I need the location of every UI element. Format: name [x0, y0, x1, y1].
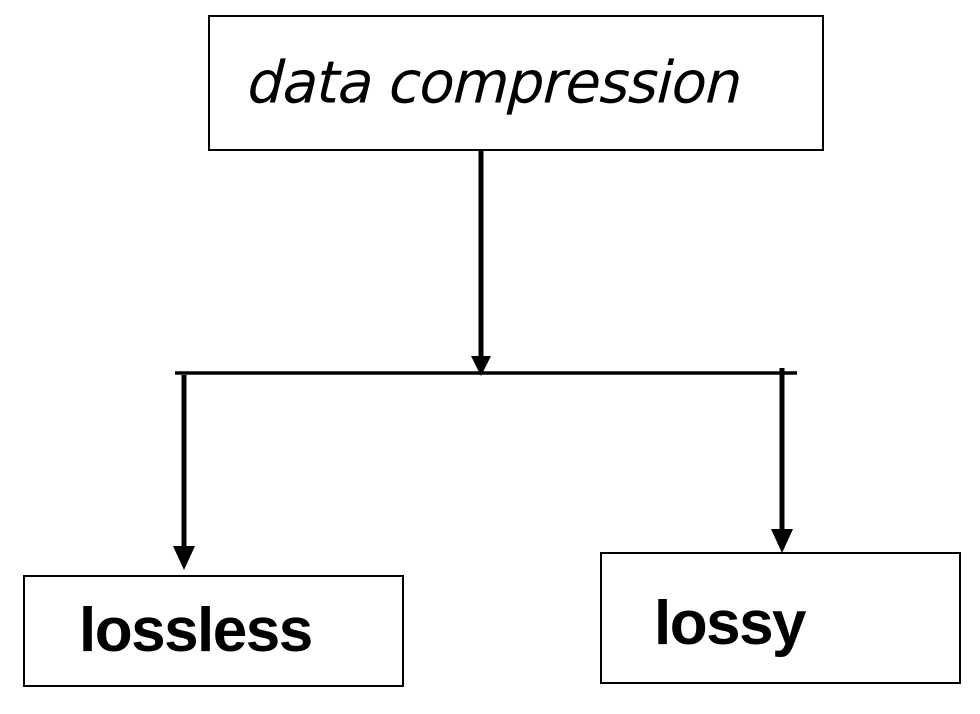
connector-junction-to-lossless: [173, 375, 195, 570]
node-lossless-label: lossless: [79, 596, 313, 665]
node-data-compression-label: data compression: [246, 48, 743, 117]
node-data-compression[interactable]: data compression: [208, 15, 824, 151]
node-lossless[interactable]: lossless: [23, 575, 404, 687]
node-lossy-label: lossy: [654, 589, 807, 658]
node-lossy[interactable]: lossy: [600, 552, 961, 684]
connector-root-to-junction: [471, 150, 491, 376]
connector-junction-to-lossy: [771, 368, 793, 553]
